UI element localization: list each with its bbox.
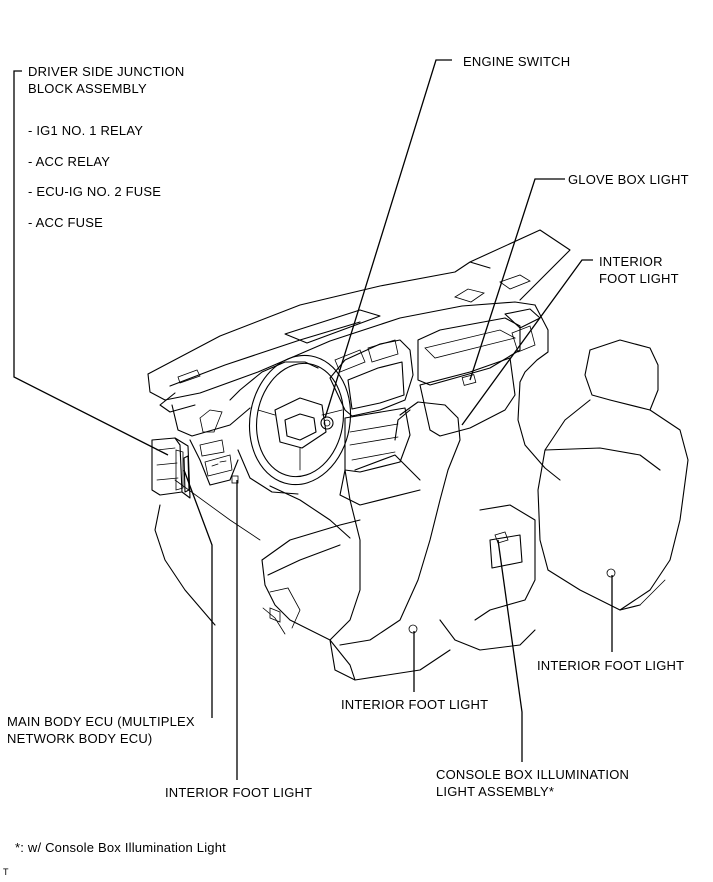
footnote: *: w/ Console Box Illumination Light xyxy=(15,840,226,855)
main-body-ecu-label-line2: NETWORK BODY ECU) xyxy=(7,731,153,746)
passenger-seat xyxy=(537,339,689,611)
dashboard-outline xyxy=(147,229,571,626)
center-console xyxy=(439,504,536,651)
engine-switch-label: ENGINE SWITCH xyxy=(463,54,571,69)
console-box-illumination-label: CONSOLE BOX ILLUMINATION xyxy=(436,767,630,782)
interior-foot-light-bottom-label: INTERIOR FOOT LIGHT xyxy=(165,785,313,800)
leader-lines xyxy=(13,59,613,780)
console-box-illumination-label-line2: LIGHT ASSEMBLY* xyxy=(436,784,555,799)
main-body-ecu-label: MAIN BODY ECU (MULTIPLEX xyxy=(7,714,195,729)
ig1-relay-label: - IG1 NO. 1 RELAY xyxy=(28,123,144,138)
acc-relay-label: - ACC RELAY xyxy=(28,154,111,169)
junction-block-label-line2: BLOCK ASSEMBLY xyxy=(28,81,147,96)
interior-foot-light-right-label: INTERIOR FOOT LIGHT xyxy=(537,658,685,673)
ecu-ig-fuse-label: - ECU-IG NO. 2 FUSE xyxy=(28,184,162,199)
glove-box-light-label: GLOVE BOX LIGHT xyxy=(568,172,689,187)
interior-foot-light-top-label: INTERIOR xyxy=(599,254,663,269)
driver-seat xyxy=(261,401,461,681)
junction-block-label: DRIVER SIDE JUNCTION xyxy=(28,64,185,79)
interior-foot-light-center-label: INTERIOR FOOT LIGHT xyxy=(341,697,489,712)
junction-block-assembly xyxy=(151,437,191,499)
acc-fuse-label: - ACC FUSE xyxy=(28,215,103,230)
corner-mark: T xyxy=(3,867,9,877)
interior-foot-light-top-label-line2: FOOT LIGHT xyxy=(599,271,679,286)
